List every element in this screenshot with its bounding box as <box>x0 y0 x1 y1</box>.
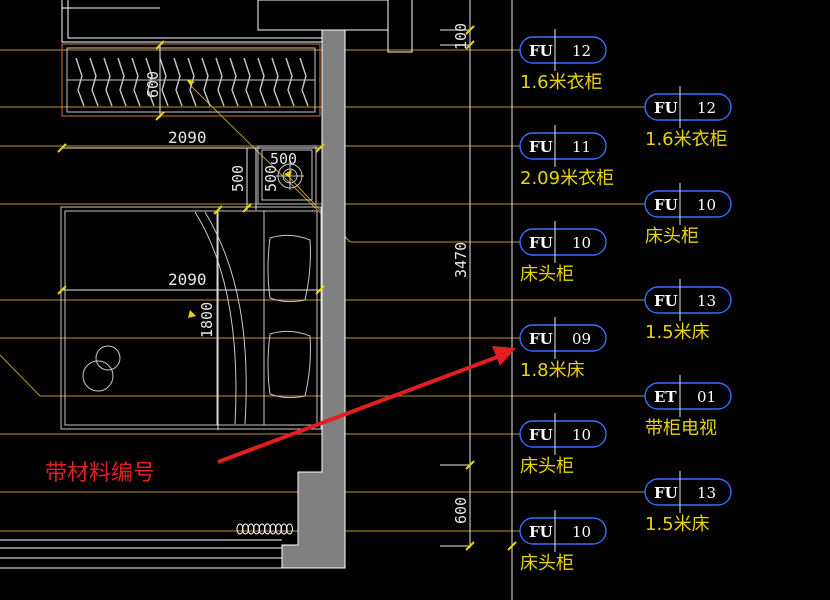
tag-label: 1.6米衣柜 <box>645 129 728 150</box>
material-tag: ET 01 带柜电视 <box>644 375 732 439</box>
tag-code: FU <box>529 523 553 541</box>
tag-code: ET <box>654 388 677 406</box>
dim-bottom-gap: 600 <box>452 497 470 524</box>
tag-code: FU <box>529 234 553 252</box>
dim-bed-length: 1800 <box>198 302 216 338</box>
tag-number: 12 <box>572 42 591 60</box>
hanger <box>201 57 211 107</box>
hanger <box>299 57 309 107</box>
tag-number: 10 <box>572 523 591 541</box>
tag-number: 01 <box>697 388 716 406</box>
tag-label: 床头柜 <box>520 264 574 285</box>
dim-nightstand-width: 500 <box>270 150 297 168</box>
tag-badge <box>644 382 732 410</box>
wardrobe <box>61 43 321 117</box>
dim-room-top: 100 <box>452 23 470 50</box>
tag-label: 床头柜 <box>520 456 574 477</box>
tag-badge <box>519 324 607 352</box>
tag-label: 1.5米床 <box>645 514 710 535</box>
tag-number: 13 <box>697 292 716 310</box>
tag-code: FU <box>654 99 678 117</box>
grip-markers <box>186 79 292 318</box>
material-tag: FU 11 2.09米衣柜 <box>519 125 614 189</box>
tag-label: 1.5米床 <box>645 322 710 343</box>
dim-wardrobe-depth: 600 <box>144 71 162 98</box>
tag-label: 2.09米衣柜 <box>520 168 614 189</box>
tag-number: 11 <box>572 138 591 156</box>
dim-room-depth: 3470 <box>452 242 470 278</box>
tag-badge <box>519 36 607 64</box>
hanger <box>173 57 183 107</box>
tag-label: 1.6米衣柜 <box>520 72 603 93</box>
tag-code: FU <box>654 196 678 214</box>
material-tag: FU 13 1.5米床 <box>644 279 732 343</box>
hanger <box>103 57 113 107</box>
room-outline <box>0 0 413 569</box>
bed <box>60 206 322 430</box>
tag-badge <box>519 420 607 448</box>
tag-badge <box>644 190 732 218</box>
tag-badge <box>519 517 607 545</box>
hanger <box>271 57 281 107</box>
material-tag: FU 12 1.6米衣柜 <box>519 29 607 93</box>
tag-number: 10 <box>572 234 591 252</box>
tag-code: FU <box>529 42 553 60</box>
hanger <box>145 57 155 107</box>
material-tag: FU 09 1.8米床 <box>519 317 607 381</box>
tag-code: FU <box>654 292 678 310</box>
material-tag: FU 12 1.6米衣柜 <box>644 86 732 150</box>
wall <box>281 29 346 569</box>
annotation-text: 带材料编号 <box>45 461 155 486</box>
material-tag: FU 10 床头柜 <box>519 221 607 285</box>
tag-code: FU <box>529 138 553 156</box>
tag-badge <box>644 478 732 506</box>
hanger <box>285 57 295 107</box>
dimension-lines <box>62 0 513 600</box>
tag-label: 1.8米床 <box>520 360 585 381</box>
tv-cabinet-coil <box>236 523 293 535</box>
material-tag: FU 10 床头柜 <box>519 413 607 477</box>
dim-nightstand-depth: 500 <box>229 165 247 192</box>
hanger <box>229 57 239 107</box>
dim-bed-width: 2090 <box>168 270 207 289</box>
hanger <box>215 57 225 107</box>
tag-label: 床头柜 <box>645 226 699 247</box>
tag-code: FU <box>529 330 553 348</box>
tag-label: 带柜电视 <box>645 418 717 439</box>
dim-nightstand-side: 500 <box>262 165 280 192</box>
hanger <box>89 57 99 107</box>
material-tag: FU 10 床头柜 <box>519 510 607 574</box>
tag-label: 床头柜 <box>520 553 574 574</box>
material-tag: FU 13 1.5米床 <box>644 471 732 535</box>
hanger <box>257 57 267 107</box>
material-tag: FU 10 床头柜 <box>644 183 732 247</box>
hanger <box>75 57 85 107</box>
tag-code: FU <box>654 484 678 502</box>
hanger <box>117 57 127 107</box>
hanger <box>131 57 141 107</box>
coil-loop <box>286 523 293 535</box>
hanger <box>159 57 169 107</box>
tag-code: FU <box>529 426 553 444</box>
dimension-ticks <box>57 25 517 551</box>
tag-number: 13 <box>697 484 716 502</box>
dim-wardrobe-width: 2090 <box>168 128 207 147</box>
tag-number: 12 <box>697 99 716 117</box>
tag-number: 09 <box>572 330 591 348</box>
tag-number: 10 <box>572 426 591 444</box>
tag-badge <box>644 93 732 121</box>
tag-badge <box>519 228 607 256</box>
red-arrow-icon <box>217 346 516 464</box>
tag-badge <box>644 286 732 314</box>
tag-number: 10 <box>697 196 716 214</box>
hanger <box>243 57 253 107</box>
tag-badge <box>519 132 607 160</box>
